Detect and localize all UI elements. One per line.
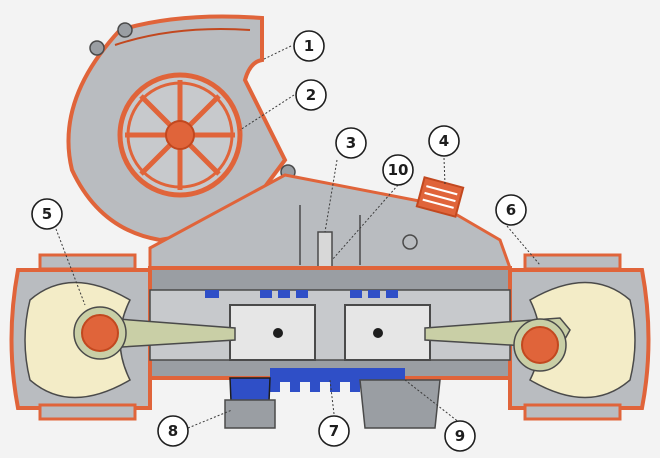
- svg-text:3: 3: [346, 134, 356, 152]
- exhaust-port: [224, 377, 276, 429]
- callout-9: 9: [444, 420, 476, 452]
- fan-wheel: [117, 72, 243, 198]
- svg-text:5: 5: [42, 205, 52, 223]
- cooling-fins-top: [205, 290, 398, 298]
- right-connecting-rod: [424, 317, 571, 372]
- callout-5: 5: [31, 198, 63, 230]
- svg-text:1: 1: [304, 37, 314, 55]
- left-piston: [229, 304, 316, 361]
- callout-8: 8: [157, 415, 189, 447]
- callout-3: 3: [335, 127, 367, 159]
- svg-text:7: 7: [329, 422, 339, 440]
- right-piston: [344, 304, 431, 361]
- callout-2: 2: [295, 79, 327, 111]
- svg-text:8: 8: [168, 422, 178, 440]
- leader-lines: [55, 45, 541, 429]
- callout-10: 10: [382, 154, 414, 186]
- svg-text:10: 10: [388, 161, 409, 179]
- spark-plug: [415, 176, 465, 218]
- callout-1: 1: [293, 30, 325, 62]
- cylinder-block: [148, 266, 512, 380]
- svg-text:4: 4: [439, 132, 449, 150]
- svg-text:2: 2: [306, 86, 316, 104]
- right-crankcase: [508, 253, 651, 421]
- intake-port: [359, 379, 441, 429]
- callout-6: 6: [495, 194, 527, 226]
- cooling-fins-bottom: [270, 368, 405, 392]
- svg-text:6: 6: [506, 201, 516, 219]
- callout-7: 7: [318, 415, 350, 447]
- callout-4: 4: [428, 125, 460, 157]
- left-connecting-rod: [73, 306, 236, 360]
- svg-text:9: 9: [455, 427, 465, 445]
